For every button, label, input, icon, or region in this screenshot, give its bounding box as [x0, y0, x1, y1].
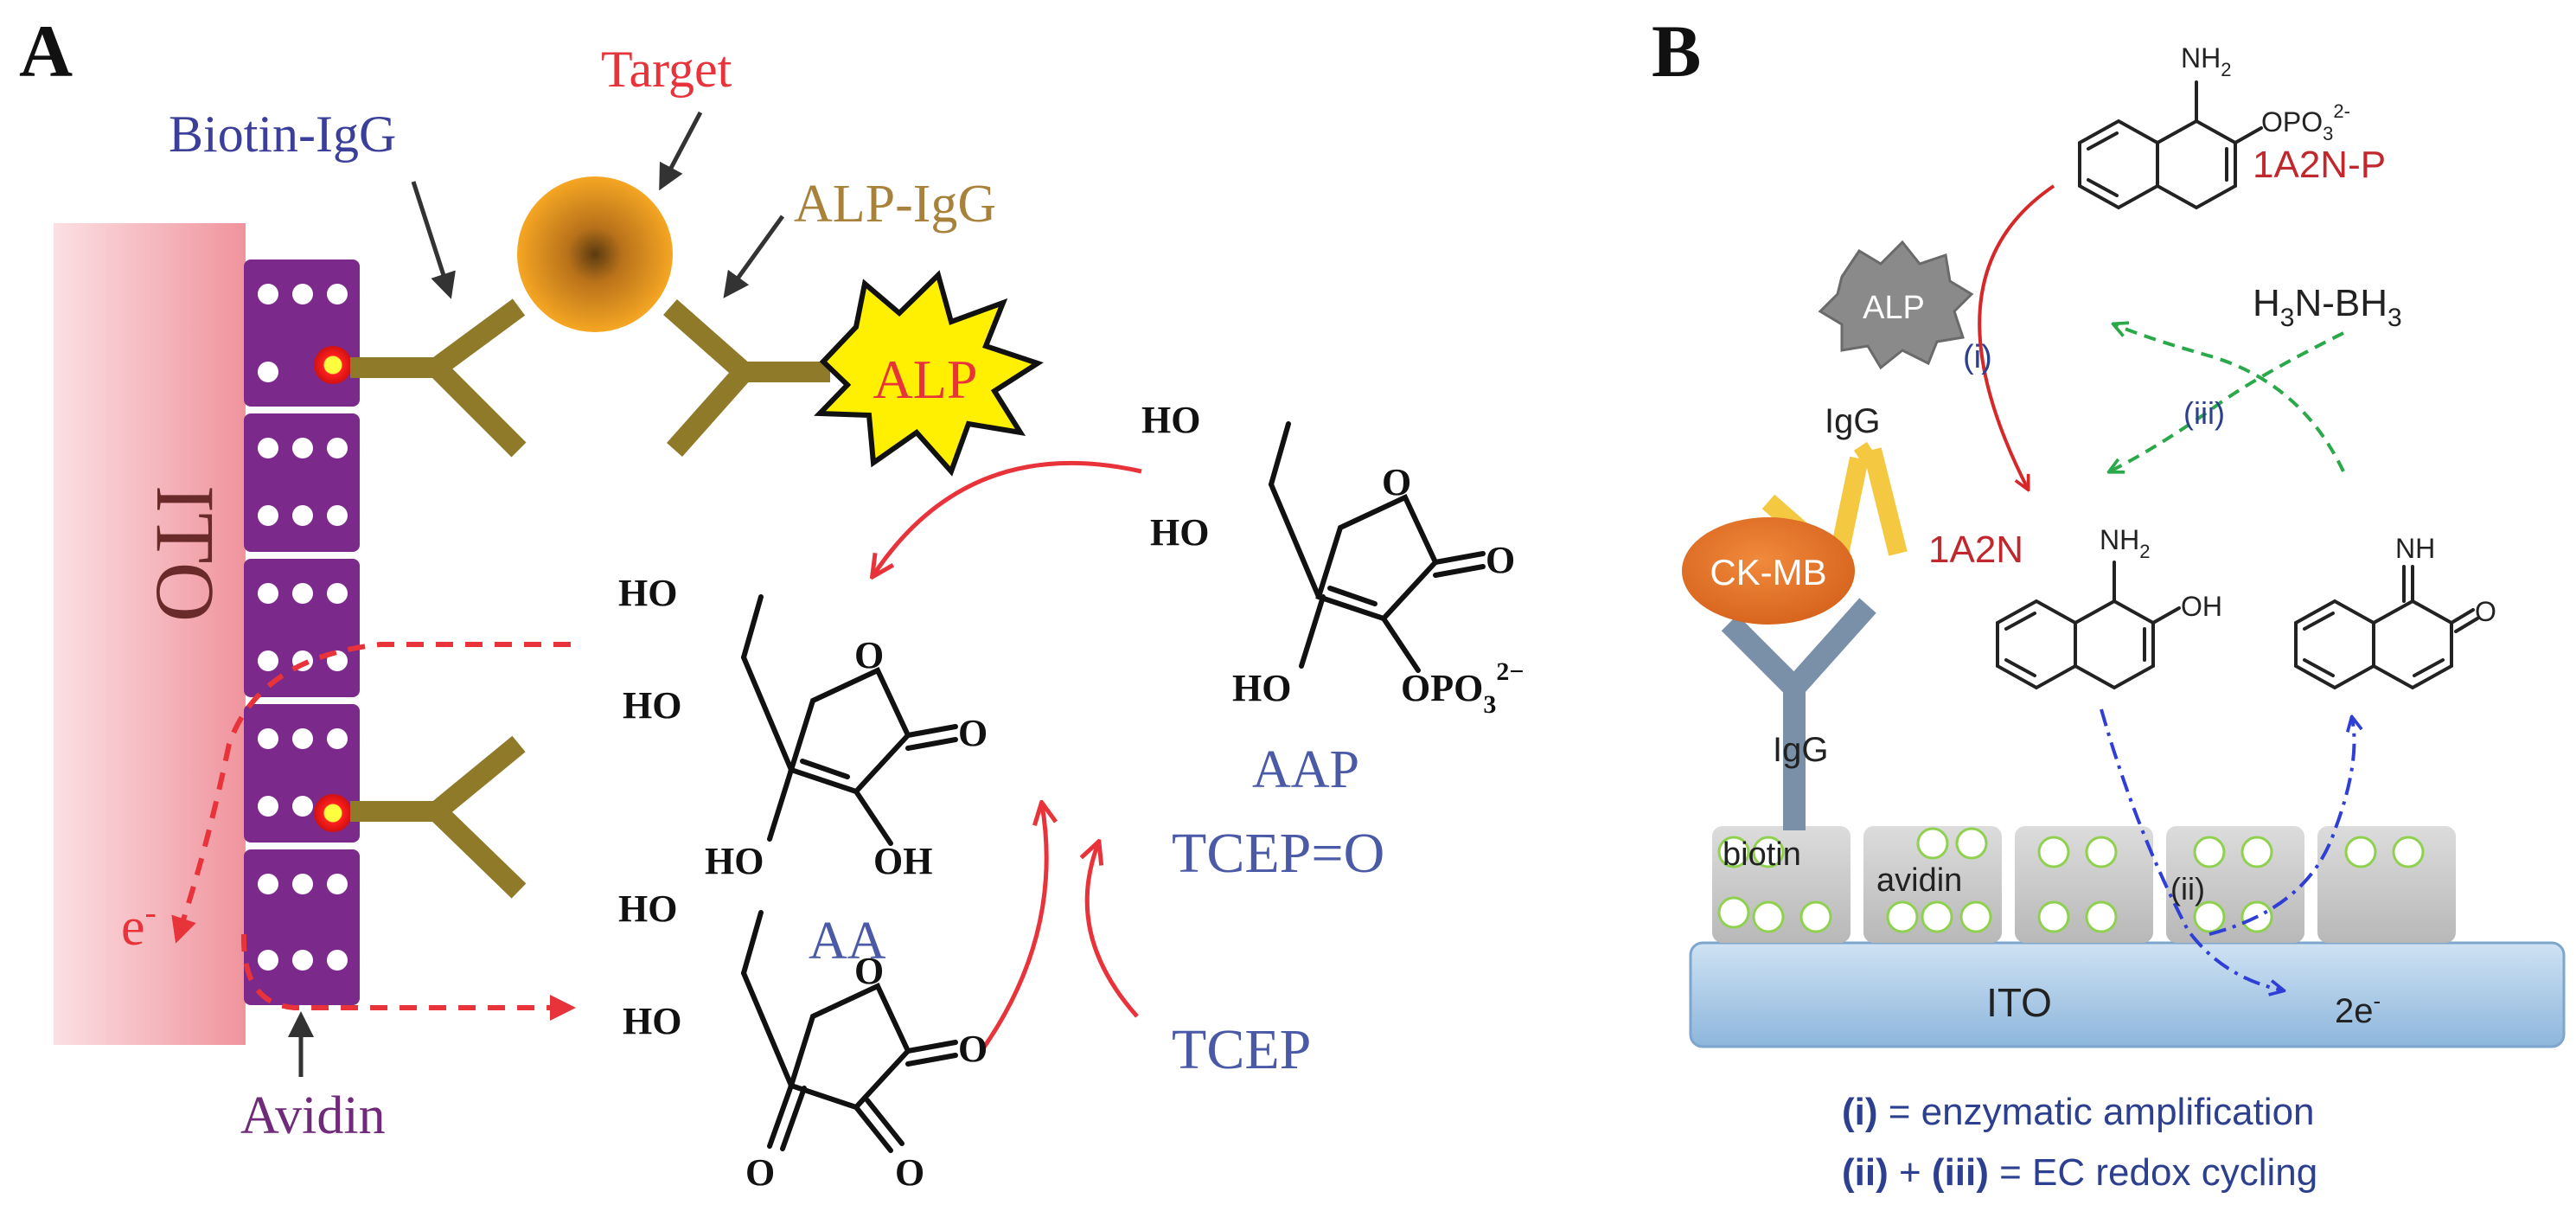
substrate-nh2: NH2 — [2181, 42, 2231, 80]
aa-ring-o: O — [854, 634, 884, 676]
aap-molecule: HO HO O O HO OPO32− — [1141, 399, 1524, 719]
legend-line-1: (i) = enzymatic amplification — [1842, 1091, 2315, 1133]
biotin-igg-antibody-top — [350, 298, 527, 458]
quinone-o: O — [2475, 596, 2496, 627]
avidin-block-b — [1863, 826, 2002, 943]
biotin-dot — [314, 346, 352, 384]
panel-a: A ITO — [19, 10, 1524, 1194]
electron-label: e- — [121, 893, 157, 957]
panel-b: B ITO — [1652, 10, 2566, 1194]
aap-ho-1: HO — [1141, 399, 1200, 441]
step-iii-label: (iii) — [2183, 395, 2225, 431]
quinone-imine: NH O — [2294, 533, 2496, 690]
enzymatic-arrow — [1978, 184, 2055, 489]
tcep-label: TCEP — [1172, 1018, 1311, 1081]
dha-keto-o-2: O — [745, 1151, 775, 1194]
alp-enzyme-star — [814, 270, 1044, 477]
dha-keto-o-3: O — [895, 1151, 924, 1194]
aap-to-aa-arrow — [873, 460, 1142, 575]
avidin-block-b — [2317, 826, 2456, 943]
electrons-label: 2e- — [2335, 988, 2381, 1030]
dha-ho-2: HO — [623, 1000, 681, 1042]
reductant-label: H3N-BH3 — [2253, 282, 2402, 332]
dha-keto-o-1: O — [958, 1028, 988, 1070]
step-i-label: (i) — [1963, 339, 1992, 375]
dha-molecule: HO HO O O O O — [618, 887, 988, 1194]
aa-keto-o: O — [958, 712, 988, 754]
imine-nh: NH — [2395, 533, 2435, 564]
aap-phosphate: OPO32− — [1401, 657, 1524, 719]
avidin-column — [244, 260, 360, 1005]
panel-b-letter: B — [1652, 10, 1701, 93]
aap-ho-2: HO — [1150, 511, 1209, 554]
alp-igg-label: ALP-IgG — [794, 175, 996, 234]
dha-ring-o: O — [854, 950, 884, 992]
step-ii-label: (ii) — [2170, 871, 2205, 907]
biotin-label-b: biotin — [1723, 836, 1801, 873]
dha-ho-1: HO — [618, 887, 677, 930]
aap-keto-o: O — [1486, 539, 1515, 581]
product-oh: OH — [2181, 591, 2222, 622]
aa-molecule: HO HO O O HO OH — [618, 572, 988, 882]
ito-label-b: ITO — [1986, 980, 2052, 1025]
ito-label-a: ITO — [139, 485, 232, 622]
biotin-dot — [314, 794, 352, 832]
oxidation-return-arrow — [240, 933, 576, 1021]
substrate-label: 1A2N-P — [2253, 144, 2386, 186]
substrate-opo3: OPO32- — [2261, 100, 2350, 144]
avidin-layer-b — [1712, 826, 2456, 943]
alp-igg-pointer — [723, 215, 785, 298]
return-arrow-ii — [2208, 718, 2355, 936]
avidin-block — [244, 413, 360, 552]
oxidation-arrow-ii — [2100, 708, 2283, 990]
reduction-arrow-iii-a — [2110, 331, 2344, 471]
tcep-reduction-arrow — [979, 804, 1046, 1053]
avidin-block — [244, 260, 360, 407]
avidin-block-b — [1712, 826, 1851, 943]
alp-enzyme-b — [1818, 240, 1974, 370]
avidin-block-b — [2015, 826, 2153, 943]
legend-line-2: (ii) + (iii) = EC redox cycling — [1842, 1151, 2317, 1194]
biotin-igg-antibody-bottom — [350, 735, 527, 899]
ck-mb-antigen — [1682, 517, 1855, 625]
aa-ho-1: HO — [618, 572, 677, 614]
target-antigen — [517, 176, 673, 332]
aap-ho-3: HO — [1232, 667, 1291, 709]
alp-igg-antibody — [663, 299, 830, 457]
aa-oh: OH — [873, 840, 932, 882]
avidin-block-b — [2166, 826, 2304, 943]
igg-top-label: IgG — [1825, 402, 1880, 440]
alp-label-a: ALP — [873, 349, 978, 410]
product-label: 1A2N — [1928, 529, 2023, 571]
aap-label: AAP — [1252, 740, 1359, 799]
ck-mb-label: CK-MB — [1710, 552, 1826, 593]
tcep-o-label: TCEP=O — [1172, 822, 1384, 885]
avidin-block — [244, 559, 360, 697]
biotin-igg-label: Biotin-IgG — [169, 106, 396, 163]
target-label: Target — [601, 41, 732, 98]
alp-label-b: ALP — [1863, 290, 1925, 326]
ito-electrode-a — [54, 223, 246, 1045]
aap-ring-o: O — [1382, 461, 1411, 503]
target-pointer — [659, 111, 703, 191]
tcep-oxidation-arrow — [1087, 843, 1139, 1018]
capture-igg-b — [1721, 598, 1876, 830]
substrate-1a2n-p: NH2 OPO32- — [2078, 42, 2350, 210]
aa-label: AA — [809, 912, 886, 971]
avidin-block — [244, 704, 360, 843]
avidin-label: Avidin — [240, 1086, 386, 1145]
reduction-arrow-iii-b — [2114, 324, 2345, 472]
igg-bottom-label: IgG — [1773, 731, 1828, 769]
electron-transfer-arrow — [171, 642, 571, 944]
avidin-block — [244, 849, 360, 1005]
aa-ho-3: HO — [705, 840, 764, 882]
aa-ho-2: HO — [623, 684, 681, 727]
ito-electrode-b — [1689, 941, 2566, 1048]
panel-a-letter: A — [19, 10, 73, 93]
product-nh2: NH2 — [2100, 524, 2150, 562]
product-1a2n: NH2 OH — [1996, 524, 2222, 690]
biotin-igg-pointer — [411, 181, 456, 299]
avidin-label-b: avidin — [1876, 862, 1962, 899]
